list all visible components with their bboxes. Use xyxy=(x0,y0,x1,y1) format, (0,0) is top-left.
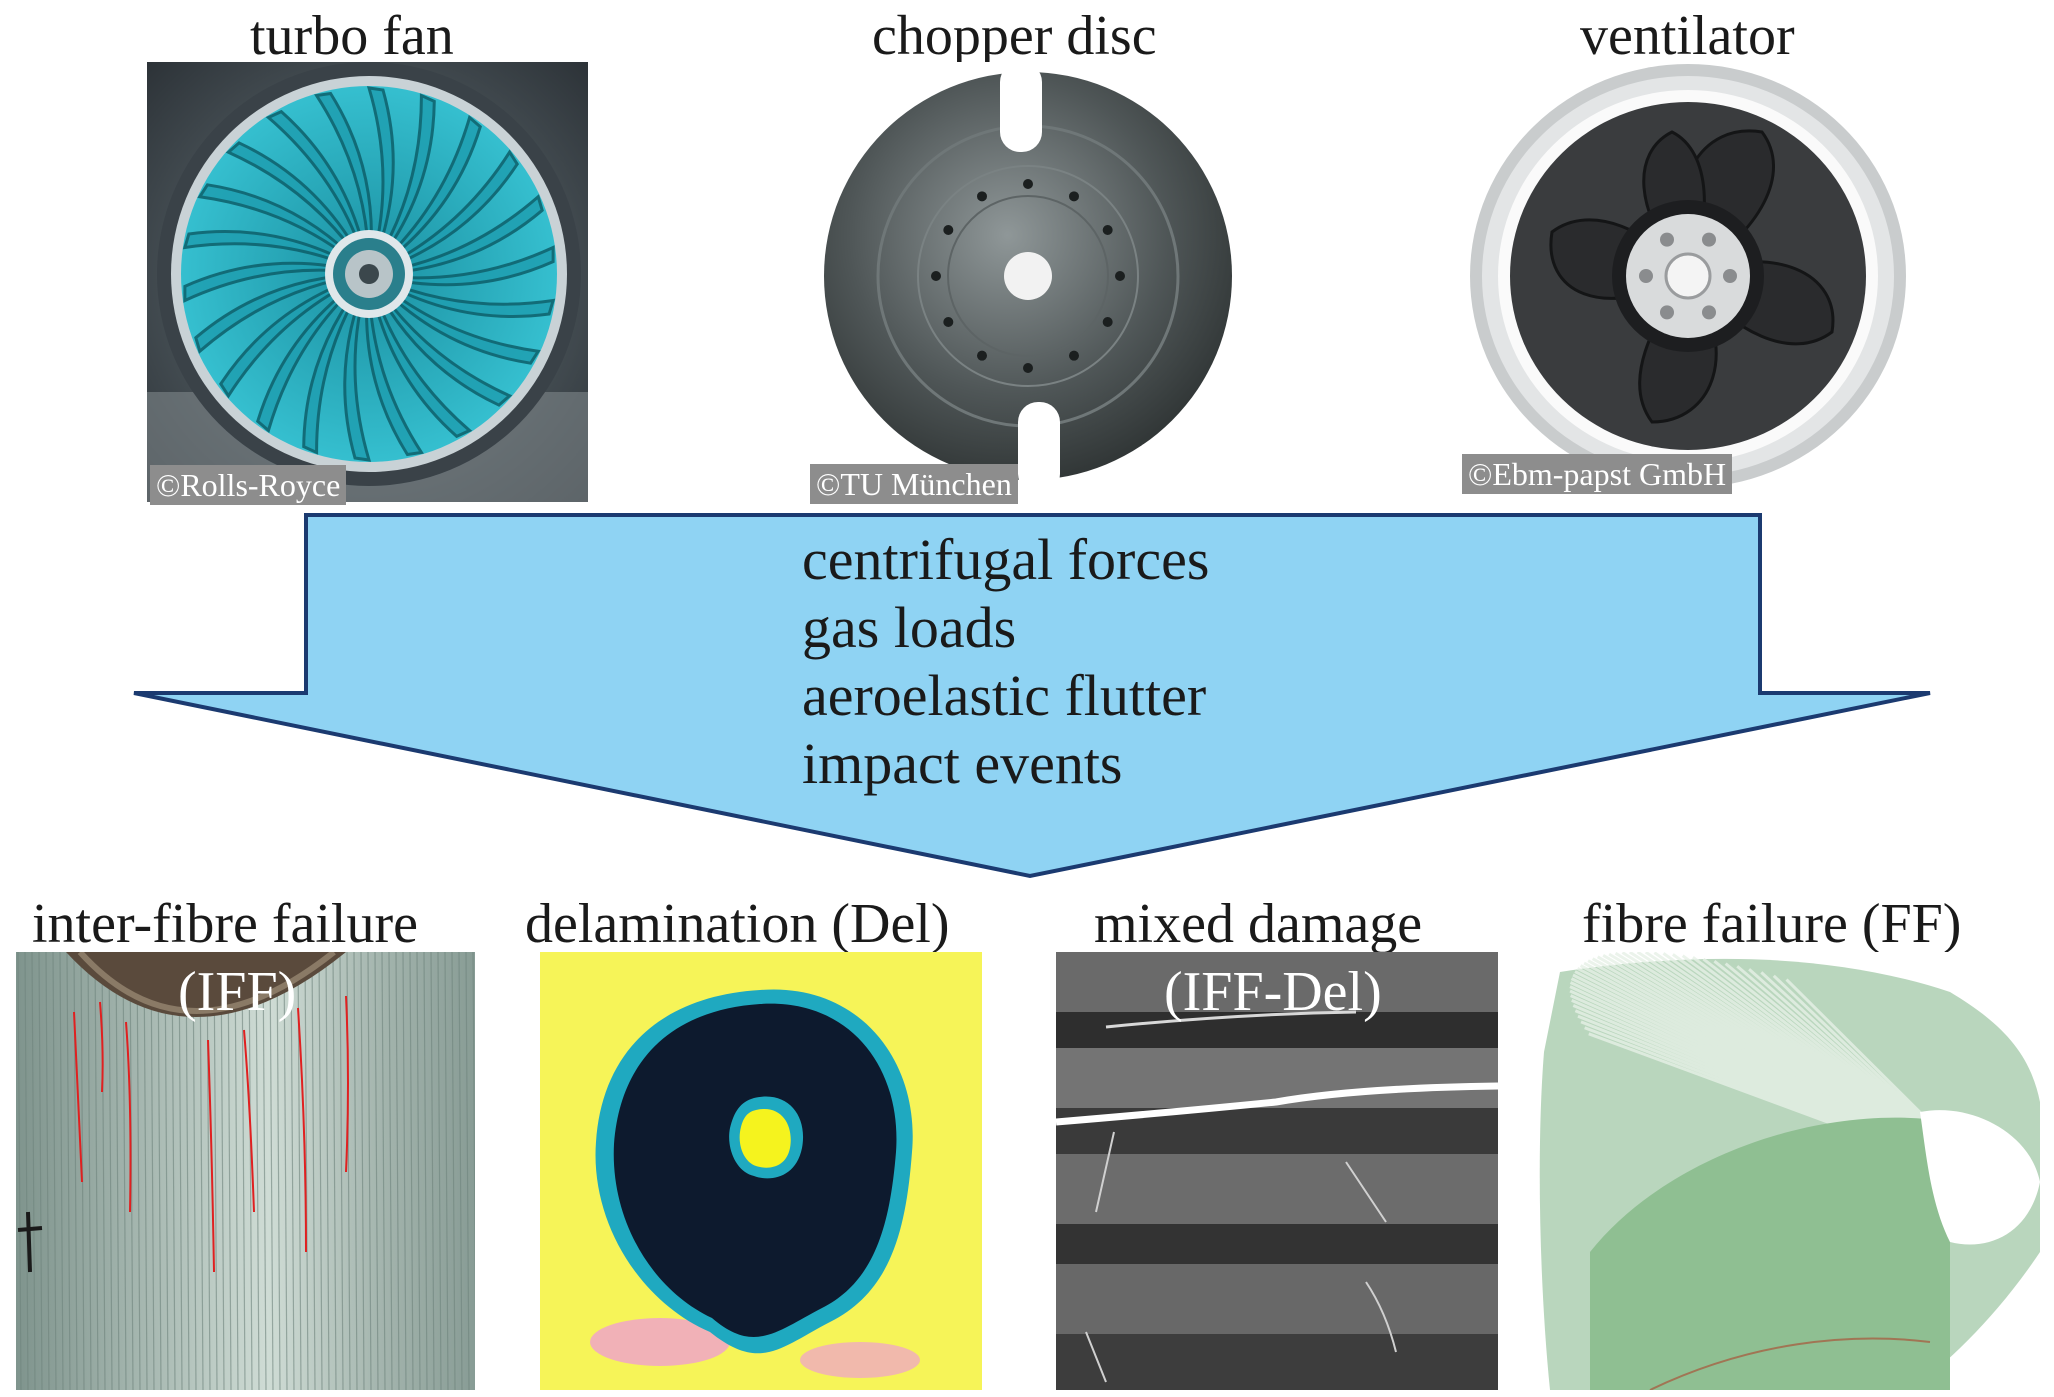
turbo-fan-title: turbo fan xyxy=(250,5,454,67)
ventilator-image xyxy=(1462,62,1914,494)
iff-title: inter-fibre failure xyxy=(32,893,418,955)
ventilator-illustration xyxy=(1462,62,1914,494)
mixed-damage-sublabel: (IFF-Del) xyxy=(1164,961,1382,1023)
delamination-image xyxy=(540,952,982,1390)
load-item-gas: gas loads xyxy=(802,595,1017,660)
mixed-damage-illustration xyxy=(1056,952,1498,1390)
delamination-title: delamination (Del) xyxy=(525,893,950,955)
fibre-failure-image xyxy=(1530,952,2050,1390)
mixed-damage-title: mixed damage xyxy=(1094,893,1423,955)
turbo-fan-illustration xyxy=(147,62,588,502)
turbo-fan-credit: ©Rolls-Royce xyxy=(150,465,347,505)
load-item-flutter: aeroelastic flutter xyxy=(802,663,1207,728)
chopper-disc-illustration xyxy=(812,62,1244,494)
iff-sublabel: (IFF) xyxy=(178,961,297,1023)
delamination-illustration xyxy=(540,952,982,1390)
fibre-failure-title: fibre failure (FF) xyxy=(1582,893,1962,955)
iff-illustration xyxy=(16,952,475,1390)
ventilator-credit: ©Ebm-papst GmbH xyxy=(1462,454,1733,494)
chopper-disc-title: chopper disc xyxy=(872,5,1157,67)
iff-image xyxy=(16,952,475,1390)
loads-arrow-shape xyxy=(133,513,1931,879)
ventilator-title: ventilator xyxy=(1580,5,1795,67)
chopper-disc-image xyxy=(812,62,1244,494)
fibre-failure-illustration xyxy=(1530,952,2050,1390)
load-item-impact: impact events xyxy=(802,731,1123,796)
loads-list: centrifugal forces gas loads aeroelastic… xyxy=(802,526,1209,798)
mixed-damage-image xyxy=(1056,952,1498,1390)
chopper-disc-credit: ©TU München xyxy=(810,464,1018,504)
turbo-fan-image xyxy=(147,62,588,502)
load-item-centrifugal: centrifugal forces xyxy=(802,527,1210,592)
